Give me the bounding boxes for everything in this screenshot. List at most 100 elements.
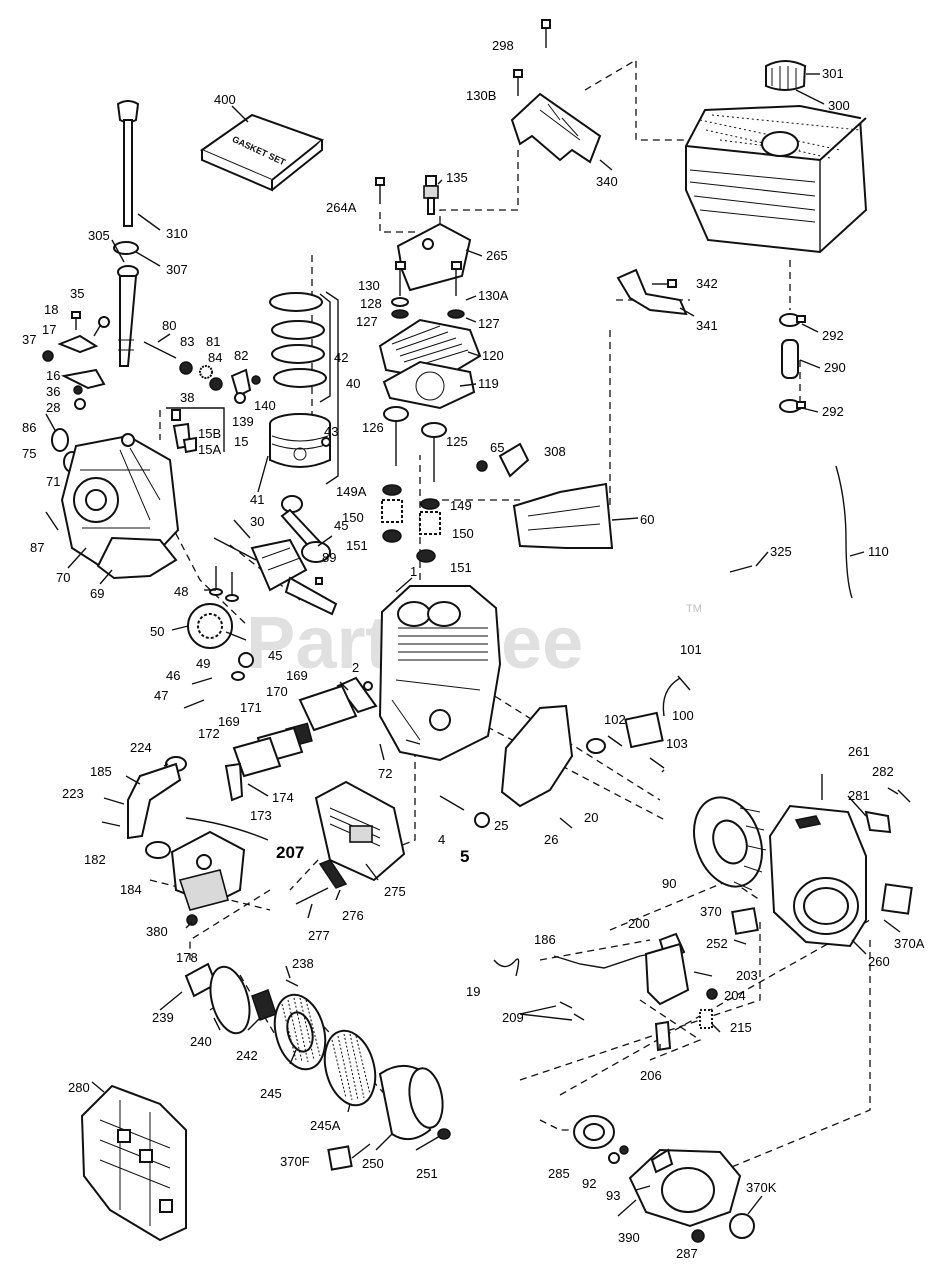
label-120: 120	[482, 348, 504, 363]
label-30: 30	[250, 514, 264, 529]
label-276: 276	[342, 908, 364, 923]
crankshaft-30	[213, 537, 338, 616]
label-40: 40	[346, 376, 360, 391]
connecting-rod-45	[280, 495, 331, 563]
bolt-277	[295, 887, 329, 905]
label-1: 1	[410, 564, 417, 579]
label-305: 305	[88, 228, 110, 243]
bracket-276	[318, 859, 348, 889]
bolt-87	[45, 511, 59, 531]
label-310: 310	[166, 226, 188, 241]
air-filter-245	[273, 993, 327, 1071]
label-173: 173	[250, 808, 272, 823]
label-150-right: 150	[452, 526, 474, 541]
screw-35	[93, 316, 110, 337]
label-38: 38	[180, 390, 194, 405]
spark-plug-135	[423, 175, 439, 215]
pin-140	[251, 375, 261, 385]
label-130a: 130A	[478, 288, 509, 303]
ignition-coil-100	[624, 711, 664, 749]
label-224: 224	[130, 740, 152, 755]
spacer-28	[74, 398, 86, 410]
label-100: 100	[672, 708, 694, 723]
carburetor-380	[170, 830, 246, 911]
bolt-130b	[513, 69, 523, 96]
stud-4	[439, 795, 465, 811]
label-16: 16	[46, 368, 60, 383]
screw-204	[706, 988, 718, 1000]
label-265: 265	[486, 248, 508, 263]
label-71: 71	[46, 474, 60, 489]
screw-93	[619, 1145, 629, 1155]
washer-83	[179, 361, 193, 375]
label-264a: 264A	[326, 200, 357, 215]
label-298: 298	[492, 38, 514, 53]
starter-cup-285	[573, 1115, 615, 1149]
dipstick-tube-305	[117, 265, 139, 367]
label-80: 80	[162, 318, 176, 333]
label-82: 82	[234, 348, 248, 363]
shield-265	[396, 222, 472, 292]
label-48: 48	[174, 584, 188, 599]
valve-126	[383, 406, 409, 466]
gear-82	[230, 368, 252, 398]
label-127-right: 127	[478, 316, 500, 331]
label-203: 203	[736, 968, 758, 983]
label-89: 89	[322, 550, 336, 565]
label-127-left: 127	[356, 314, 378, 329]
label-207: 207	[276, 843, 304, 862]
label-186: 186	[534, 932, 556, 947]
bolt-103	[649, 757, 665, 769]
label-240: 240	[190, 1034, 212, 1049]
washer-36	[73, 385, 83, 395]
frame-280	[80, 1084, 187, 1242]
bracket-15a	[182, 436, 197, 454]
label-184: 184	[120, 882, 142, 897]
screw-238	[285, 979, 299, 987]
label-149a: 149A	[336, 484, 367, 499]
intake-170	[298, 684, 358, 732]
label-370a: 370A	[894, 936, 925, 951]
cylinder-block-1	[378, 585, 502, 762]
label-169-top: 169	[286, 668, 308, 683]
washer-92	[608, 1152, 620, 1164]
leader-lines	[67, 73, 901, 1217]
gasket-69	[96, 536, 178, 580]
label-81: 81	[206, 334, 220, 349]
label-47: 47	[154, 688, 168, 703]
label-15b: 15B	[198, 426, 221, 441]
label-4: 4	[438, 832, 445, 847]
label-41: 41	[250, 492, 264, 507]
label-185: 185	[90, 764, 112, 779]
label-151-left: 151	[346, 538, 368, 553]
dowel-2	[363, 681, 373, 691]
label-206: 206	[640, 1068, 662, 1083]
screw-38	[171, 409, 181, 421]
gasket-set-box-400: GASKET SET	[199, 113, 325, 192]
label-290: 290	[824, 360, 846, 375]
gear-139	[234, 392, 246, 404]
governor-link-16	[60, 368, 106, 390]
label-101: 101	[680, 642, 702, 657]
terminal-325	[729, 565, 753, 573]
bolt-72	[379, 743, 385, 761]
link-49	[231, 671, 245, 681]
label-75: 75	[22, 446, 36, 461]
bolt-130a	[451, 261, 462, 296]
label-370f	[327, 1145, 353, 1171]
label-325: 325	[770, 544, 792, 559]
label-140: 140	[254, 398, 276, 413]
label-15a: 15A	[198, 442, 221, 457]
label-43: 43	[324, 424, 338, 439]
label-125: 125	[446, 434, 468, 449]
fuel-line-290	[781, 339, 799, 379]
label-370k	[729, 1213, 755, 1239]
label-18: 18	[44, 302, 58, 317]
label-86: 86	[22, 420, 36, 435]
washer-127-left	[391, 309, 409, 319]
label-287: 287	[676, 1246, 698, 1261]
label-45-bottom: 45	[268, 648, 282, 663]
flywheel-90	[693, 796, 767, 891]
spring-150-right	[419, 511, 441, 535]
bolt-130	[395, 261, 406, 296]
